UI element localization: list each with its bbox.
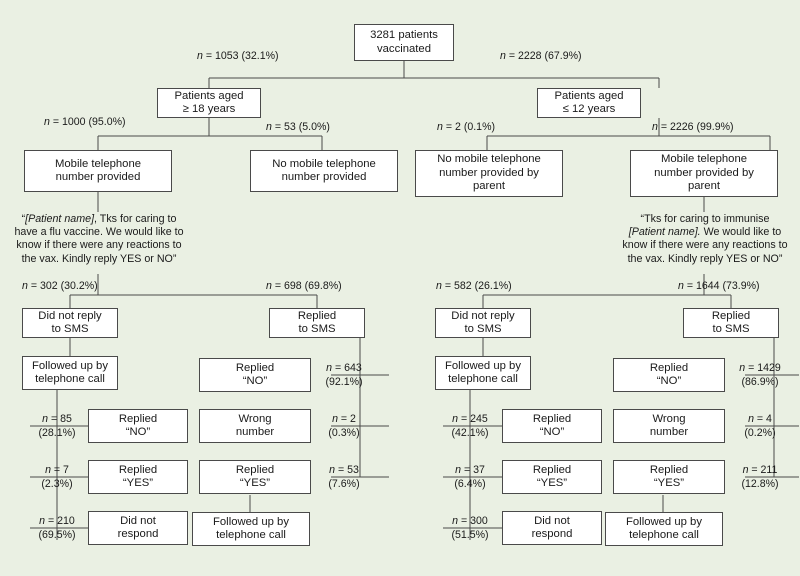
edge-label-adult-no-mobile: n = 53 (5.0%) xyxy=(266,121,330,133)
node-child-phone-replied-no: Replied “NO” xyxy=(502,409,602,443)
pair-pct: (12.8%) xyxy=(741,478,779,490)
pair-n: n = 4 xyxy=(748,413,772,425)
pair-pct: (28.1%) xyxy=(38,427,76,439)
node-adult-no-mobile-provided: No mobile telephone number provided xyxy=(250,150,398,192)
node-child-phone-did-not-respond: Did not respond xyxy=(502,511,602,545)
pair-adult-sms-no: n = 643 (92.1%) xyxy=(311,361,377,389)
node-patients-aged-18-plus: Patients aged ≥ 18 years xyxy=(157,88,261,118)
node-adult-phone-did-not-respond: Did not respond xyxy=(88,511,188,545)
pair-n: n = 245 xyxy=(452,413,488,425)
node-adult-sms-wrong-number: Wrong number xyxy=(199,409,311,443)
pair-n: n = 37 xyxy=(455,464,485,476)
sms-message-child-text: “Tks for caring to immunise [Patient nam… xyxy=(622,213,788,265)
pair-child-phone-noresp: n = 300 (51.5%) xyxy=(437,514,503,542)
pair-pct: (0.2%) xyxy=(744,427,776,439)
node-child-phone-followup: Followed up by telephone call xyxy=(435,356,531,390)
node-root-vaccinated: 3281 patients vaccinated xyxy=(354,24,454,61)
pair-child-phone-yes: n = 37 (6.4%) xyxy=(437,463,503,491)
edge-label-adult-mobile: n = 1000 (95.0%) xyxy=(44,116,126,128)
pair-pct: (2.3%) xyxy=(41,478,73,490)
pair-n: n = 643 xyxy=(326,362,362,374)
pair-n: n = 53 xyxy=(329,464,359,476)
node-child-sms-wrong-number: Wrong number xyxy=(613,409,725,443)
pair-adult-phone-yes: n = 7 (2.3%) xyxy=(24,463,90,491)
pair-adult-phone-noresp: n = 210 (69.5%) xyxy=(24,514,90,542)
pair-pct: (7.6%) xyxy=(328,478,360,490)
node-adult-phone-followup: Followed up by telephone call xyxy=(22,356,118,390)
pair-n: n = 85 xyxy=(42,413,72,425)
node-adult-phone-replied-no: Replied “NO” xyxy=(88,409,188,443)
pair-pct: (86.9%) xyxy=(741,376,779,388)
node-adult-sms-replied-yes: Replied “YES” xyxy=(199,460,311,494)
edge-label-adult-replied: n = 698 (69.8%) xyxy=(266,280,342,292)
edge-label-adults: n = 1053 (32.1%) xyxy=(197,50,279,62)
edge-label-child-no-reply: n = 582 (26.1%) xyxy=(436,280,512,292)
node-child-mobile-provided: Mobile telephone number provided by pare… xyxy=(630,150,778,197)
node-child-sms-replied-no: Replied “NO” xyxy=(613,358,725,392)
node-child-phone-replied-yes: Replied “YES” xyxy=(502,460,602,494)
edge-label-child-no-mobile: n = 2 (0.1%) xyxy=(437,121,496,133)
node-child-no-mobile-provided: No mobile telephone number provided by p… xyxy=(415,150,563,197)
node-adult-sms-replied-no: Replied “NO” xyxy=(199,358,311,392)
sms-message-adult: “[Patient name], Tks for caring to have … xyxy=(12,213,186,266)
pair-adult-sms-yes: n = 53 (7.6%) xyxy=(311,463,377,491)
node-child-replied-sms: Replied to SMS xyxy=(683,308,779,338)
pair-n: n = 210 xyxy=(39,515,75,527)
pair-child-sms-wrong: n = 4 (0.2%) xyxy=(727,412,793,440)
pair-child-sms-no: n = 1429 (86.9%) xyxy=(727,361,793,389)
edge-label-child-replied: n = 1644 (73.9%) xyxy=(678,280,760,292)
node-adult-did-not-reply-sms: Did not reply to SMS xyxy=(22,308,118,338)
node-adult-mobile-provided: Mobile telephone number provided xyxy=(24,150,172,192)
pair-pct: (69.5%) xyxy=(38,529,76,541)
edge-label-child-mobile: n = 2226 (99.9%) xyxy=(652,121,734,133)
sms-message-child: “Tks for caring to immunise [Patient nam… xyxy=(612,213,798,266)
pair-adult-sms-wrong: n = 2 (0.3%) xyxy=(311,412,377,440)
edge-label-adult-no-reply: n = 302 (30.2%) xyxy=(22,280,98,292)
node-child-sms-replied-yes: Replied “YES” xyxy=(613,460,725,494)
pair-child-phone-no: n = 245 (42.1%) xyxy=(437,412,503,440)
pair-n: n = 2 xyxy=(332,413,356,425)
node-patients-aged-12-minus: Patients aged ≤ 12 years xyxy=(537,88,641,118)
edge-label-children: n = 2228 (67.9%) xyxy=(500,50,582,62)
pair-pct: (0.3%) xyxy=(328,427,360,439)
node-adult-replied-sms: Replied to SMS xyxy=(269,308,365,338)
pair-n: n = 211 xyxy=(742,464,778,476)
pair-child-sms-yes: n = 211 (12.8%) xyxy=(727,463,793,491)
node-adult-sms-yes-phone-followup: Followed up by telephone call xyxy=(192,512,310,546)
pair-n: n = 300 xyxy=(452,515,488,527)
pair-pct: (6.4%) xyxy=(454,478,486,490)
pair-pct: (42.1%) xyxy=(451,427,489,439)
pair-pct: (92.1%) xyxy=(325,376,363,388)
pair-pct: (51.5%) xyxy=(451,529,489,541)
node-child-did-not-reply-sms: Did not reply to SMS xyxy=(435,308,531,338)
node-child-sms-yes-phone-followup: Followed up by telephone call xyxy=(605,512,723,546)
pair-adult-phone-no: n = 85 (28.1%) xyxy=(24,412,90,440)
pair-n: n = 7 xyxy=(45,464,69,476)
sms-message-adult-text: “[Patient name], Tks for caring to have … xyxy=(14,213,184,265)
pair-n: n = 1429 xyxy=(739,362,781,374)
node-adult-phone-replied-yes: Replied “YES” xyxy=(88,460,188,494)
